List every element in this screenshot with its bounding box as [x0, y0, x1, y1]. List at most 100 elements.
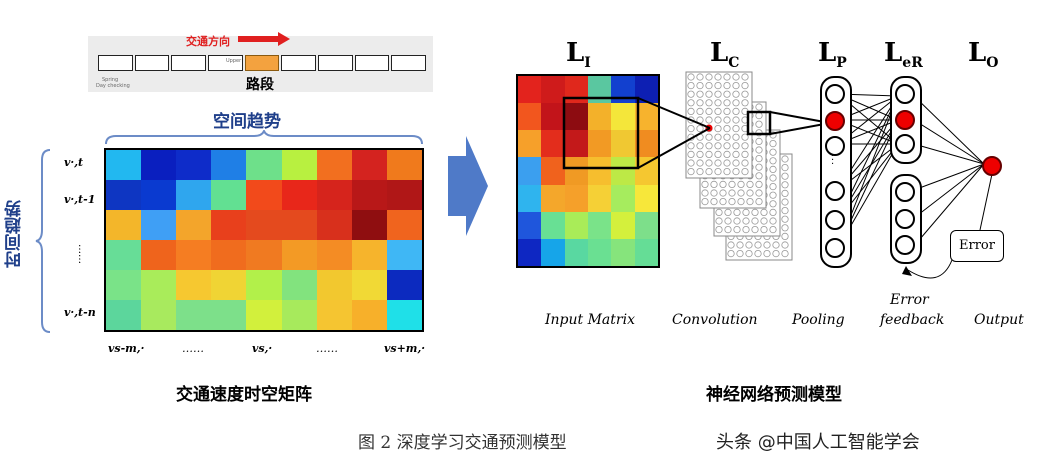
feature-neuron — [741, 168, 749, 176]
error-node — [895, 235, 915, 255]
heatmap-cell — [176, 270, 212, 300]
feature-neuron — [696, 107, 704, 116]
heatmap-cell — [386, 210, 422, 240]
feature-neuron — [732, 116, 740, 124]
heatmap-cell — [634, 157, 658, 185]
feature-neuron — [741, 133, 749, 141]
heatmap-cell — [211, 240, 247, 270]
heatmap-cell — [564, 157, 588, 185]
heatmap-cell — [316, 300, 352, 330]
heatmap-cell — [386, 240, 422, 270]
row-label: v·,t — [64, 156, 84, 169]
feature-neuron — [769, 226, 777, 234]
road-cell — [208, 55, 243, 71]
heatmap-cell — [518, 184, 542, 212]
heatmap-cell — [611, 184, 635, 212]
feature-neuron — [755, 103, 763, 111]
speed-matrix-heatmap — [104, 148, 424, 332]
row-label: …… — [76, 244, 87, 264]
heatmap-cell — [541, 103, 565, 131]
heatmap-cell — [211, 150, 247, 180]
heatmap-cell — [351, 300, 387, 330]
feature-neuron — [732, 124, 740, 133]
heatmap-cell — [176, 180, 212, 210]
heatmap-cell — [564, 130, 588, 158]
heatmap-cell — [351, 270, 387, 300]
feature-neuron — [723, 99, 731, 107]
heatmap-cell — [541, 184, 565, 212]
heatmap-cell — [176, 210, 212, 240]
feature-neuron — [741, 90, 749, 98]
feature-neuron — [696, 82, 704, 90]
feature-neuron — [733, 226, 741, 234]
heatmap-cell — [634, 130, 658, 158]
heatmap-cell — [141, 210, 177, 240]
feature-neuron — [781, 224, 789, 232]
road-cell — [134, 55, 170, 71]
feature-neuron — [755, 137, 763, 146]
heatmap-cell — [211, 210, 247, 240]
feature-neuron — [732, 107, 740, 116]
feature-neuron — [723, 116, 731, 124]
feature-neuron — [732, 133, 740, 141]
feature-neuron — [781, 172, 789, 180]
feature-neuron — [705, 116, 713, 124]
feature-neuron — [769, 165, 777, 174]
heatmap-cell — [141, 180, 177, 210]
pool-node — [825, 210, 845, 230]
feature-neuron — [737, 189, 745, 197]
feature-neuron — [705, 150, 713, 159]
col-label: …… — [182, 342, 204, 355]
heatmap-cell — [541, 130, 565, 158]
heatmap-cell — [351, 210, 387, 240]
road-segment-label: 路段 — [246, 77, 274, 93]
col-label: …… — [316, 342, 338, 355]
label-output: Output — [974, 312, 1024, 328]
road-cell — [281, 55, 317, 71]
feature-neuron — [755, 163, 763, 171]
feature-neuron — [728, 189, 736, 197]
heatmap-cell — [176, 150, 212, 180]
feature-neuron — [687, 159, 695, 167]
feature-neuron — [724, 208, 732, 216]
feature-neuron — [701, 189, 709, 197]
heatmap-cell — [141, 300, 177, 330]
feature-neuron — [714, 107, 722, 116]
feature-neuron — [755, 189, 763, 197]
feature-neuron — [715, 226, 723, 234]
feature-neuron — [769, 174, 777, 182]
pool-node — [825, 84, 845, 104]
feature-neuron — [769, 157, 777, 165]
feature-neuron — [781, 155, 789, 163]
heatmap-cell — [106, 210, 142, 240]
layer-label-conv: LC — [710, 38, 740, 72]
feature-neuron — [714, 133, 722, 141]
feature-neuron — [724, 217, 732, 225]
feature-neuron — [696, 159, 704, 167]
heatmap-cell — [588, 238, 612, 266]
feature-neuron — [741, 82, 749, 90]
feature-neuron — [714, 142, 722, 150]
feature-neuron — [732, 90, 740, 98]
feature-neuron — [687, 124, 695, 133]
heatmap-cell — [246, 210, 282, 240]
heatmap-cell — [246, 240, 282, 270]
feature-neuron — [755, 146, 763, 154]
feature-neuron — [745, 241, 753, 249]
feature-neuron — [741, 73, 749, 81]
heatmap-cell — [564, 211, 588, 239]
feature-neuron — [724, 226, 732, 234]
road-cell — [171, 55, 207, 71]
feature-neuron — [742, 208, 750, 216]
feature-neuron — [741, 150, 749, 159]
heatmap-cell — [611, 157, 635, 185]
feature-neuron — [715, 217, 723, 225]
feature-neuron — [723, 124, 731, 133]
layer-label-output: LO — [968, 38, 999, 72]
feature-neuron — [696, 90, 704, 98]
feature-neuron — [781, 207, 789, 215]
feature-neuron — [769, 191, 777, 199]
feature-neuron — [696, 168, 704, 176]
feature-neuron — [736, 250, 744, 258]
figure-caption: 图 2 深度学习交通预测模型 — [358, 433, 567, 453]
